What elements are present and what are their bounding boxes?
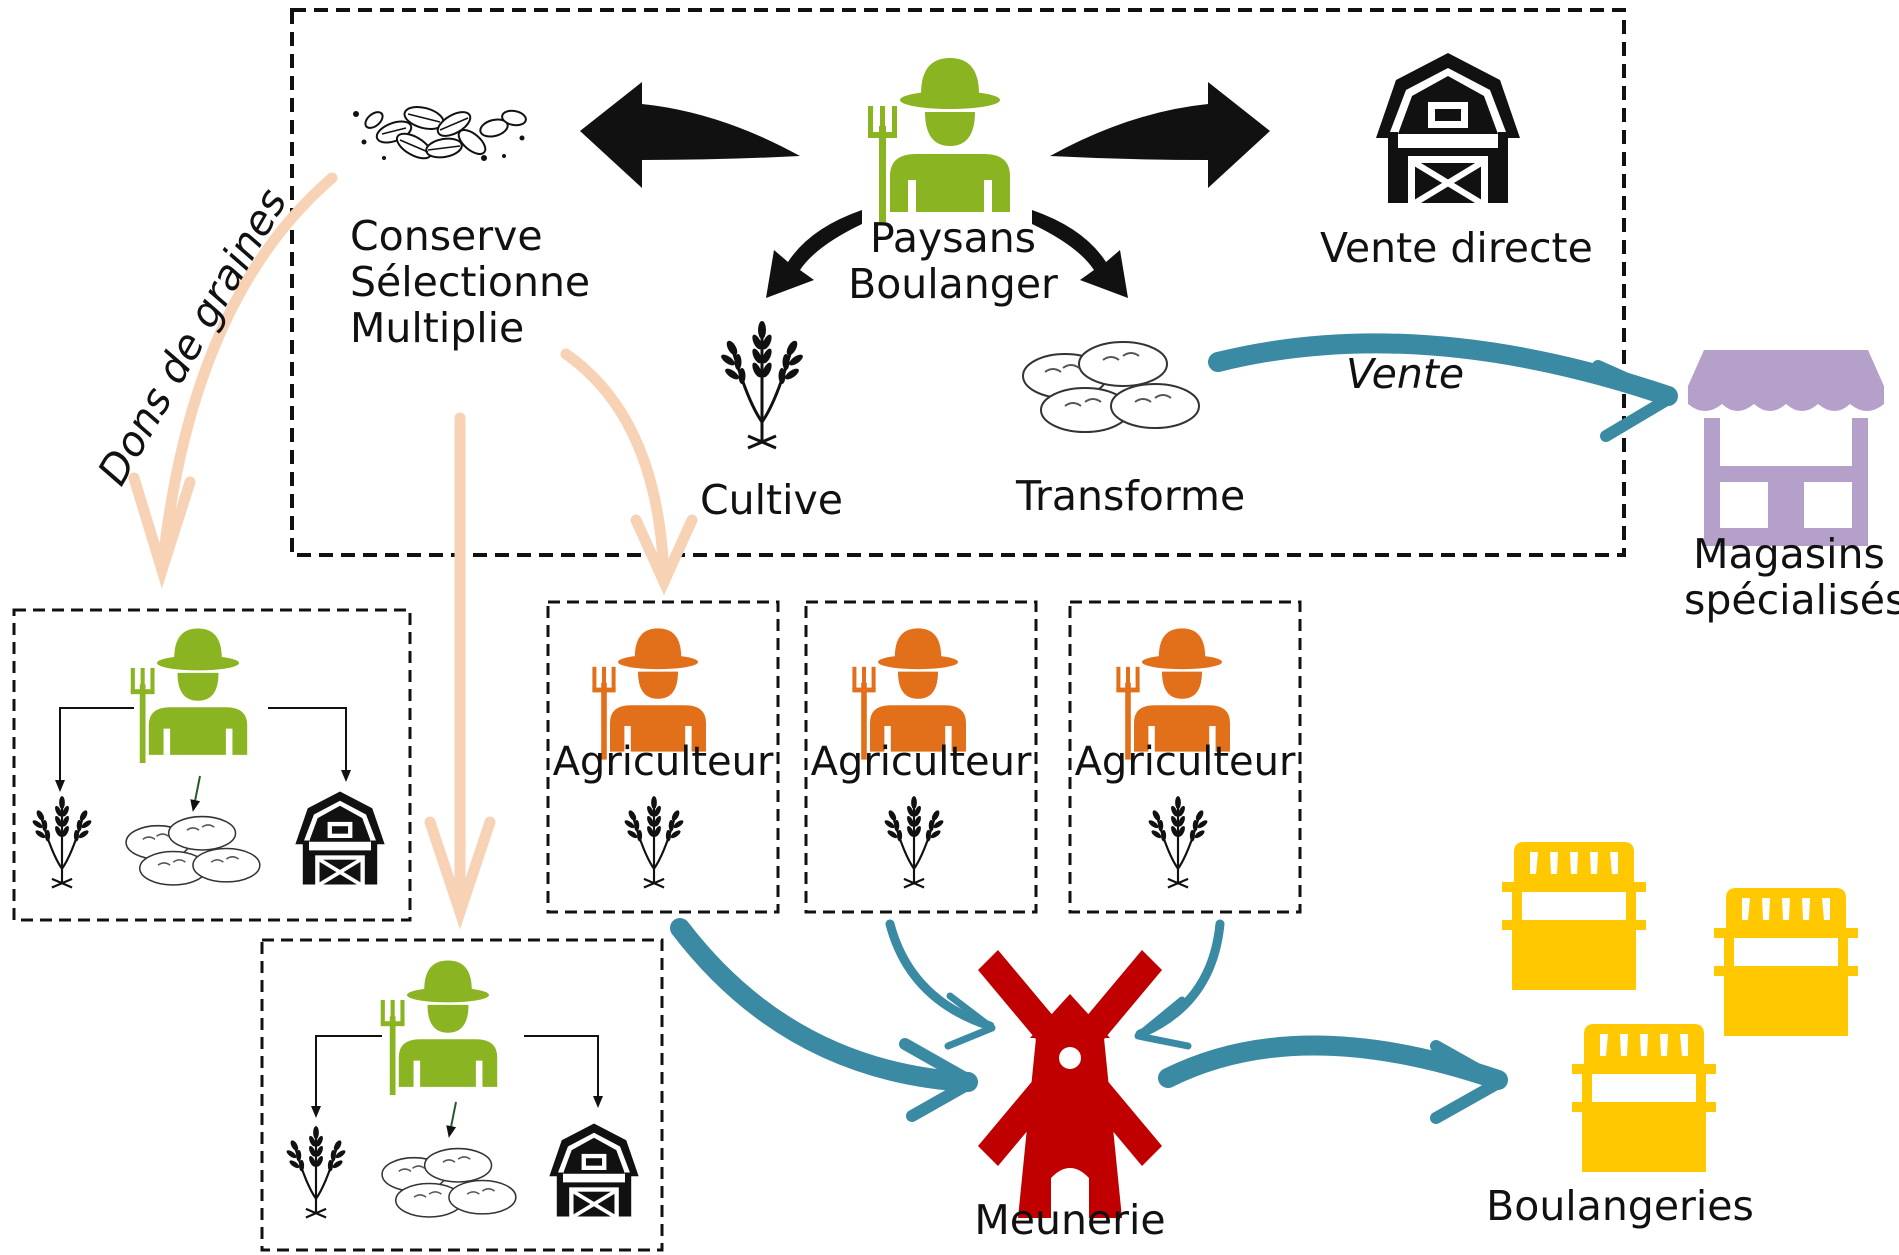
main-box <box>290 8 1626 557</box>
shops-label-line2: spécialisés <box>1684 575 1899 624</box>
small-arrow <box>446 1101 457 1138</box>
cultivate-label: Cultive <box>700 476 843 524</box>
farmer-label-1: Agriculteur <box>552 739 774 785</box>
black-flow-arrows <box>580 82 1270 298</box>
teal-flow-arrows <box>670 333 1678 1124</box>
bakery-stall-icon <box>1502 842 1646 990</box>
seed-actions-label: Conserve Sélectionne Multiplie <box>350 212 591 352</box>
seed-action-conserve: Conserve <box>350 212 543 260</box>
shop-icon <box>1688 350 1884 546</box>
left-box-connectors <box>55 707 351 792</box>
barn-icon <box>547 1121 641 1219</box>
bakery-stall-icon <box>1714 888 1858 1036</box>
bottom-box-connectors <box>311 1035 603 1118</box>
seed-donation-arrows <box>128 172 698 930</box>
barn-icon <box>1376 53 1520 203</box>
farmer-icon <box>380 960 498 1096</box>
mill-label: Meunerie <box>974 1196 1166 1244</box>
transform-label: Transforme <box>1016 472 1246 520</box>
farmer-label-2: Agriculteur <box>810 739 1032 785</box>
bakery-stall-icon <box>1572 1024 1716 1172</box>
wheat-icon <box>622 795 686 889</box>
small-arrow <box>190 775 201 812</box>
wheat-icon <box>30 795 94 889</box>
direct-sale-label: Vente directe <box>1320 224 1593 272</box>
bread-icon <box>381 1147 517 1218</box>
farmer-box-1 <box>546 600 780 914</box>
wheat-icon <box>1146 795 1210 889</box>
shops-label-line1: Magasins <box>1693 530 1885 578</box>
farmer-icon <box>130 628 248 764</box>
bread-icon <box>125 815 261 886</box>
bakeries-label: Boulangeries <box>1486 1182 1754 1230</box>
peasant-box-bottom <box>260 938 664 1252</box>
seeds-icon <box>352 102 529 165</box>
wheat-icon <box>717 319 807 450</box>
seed-action-multiply: Multiplie <box>350 303 525 352</box>
seed-action-select: Sélectionne <box>350 257 591 306</box>
farmer-box-3 <box>1068 600 1302 914</box>
peasant-baker-label: Paysans Boulanger <box>846 214 1060 308</box>
farmer-label-3: Agriculteur <box>1074 739 1296 785</box>
peasant-box-left <box>12 608 412 922</box>
peasant-label-line1: Paysans <box>869 214 1037 262</box>
windmill-icon <box>978 950 1162 1218</box>
wheat-icon <box>882 795 946 889</box>
specialized-shops-label: Magasins spécialisés <box>1684 530 1899 624</box>
farmer-icon <box>868 58 1010 222</box>
wheat-icon <box>284 1124 348 1219</box>
farmer-box-2 <box>804 600 1038 914</box>
barn-icon <box>293 789 387 887</box>
bread-icon <box>1022 341 1200 433</box>
peasant-label-line2: Boulanger <box>848 259 1058 308</box>
sale-label: Vente <box>1346 350 1465 398</box>
